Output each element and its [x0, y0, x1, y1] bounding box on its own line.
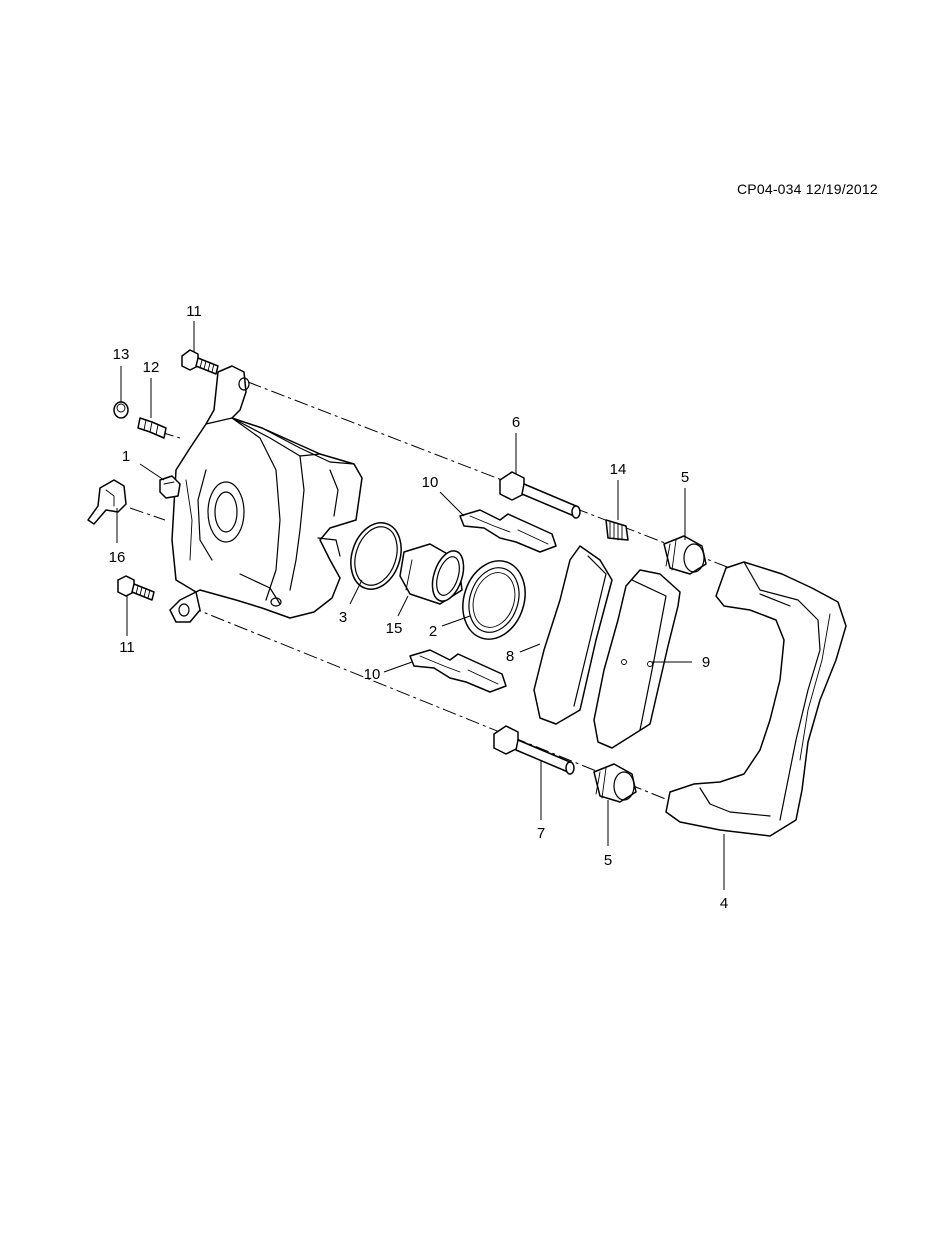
guide-pin-boot-lower — [593, 763, 637, 803]
caliper-bolt-lower — [117, 575, 155, 601]
pad-clip-upper — [459, 509, 557, 553]
callout-5-upper: 5 — [681, 469, 689, 486]
callout-5-lower: 5 — [604, 852, 612, 869]
assembly-axis-lines — [129, 381, 736, 801]
callout-11-lower: 11 — [119, 639, 135, 656]
brake-pad-outer — [533, 545, 613, 725]
callout-12: 12 — [143, 359, 160, 376]
guide-pin-lower — [493, 725, 575, 775]
callout-9: 9 — [702, 654, 710, 671]
bleeder-screw — [137, 417, 167, 439]
callout-13: 13 — [113, 346, 130, 363]
callout-11-upper: 11 — [186, 303, 202, 320]
guide-pin-boot-upper — [663, 535, 707, 575]
callout-1: 1 — [122, 448, 130, 465]
callout-8: 8 — [506, 648, 514, 665]
callout-10-upper: 10 — [422, 474, 439, 491]
bleeder-cap — [113, 401, 129, 419]
caliper-bracket — [665, 561, 847, 837]
piston-dust-boot — [462, 560, 526, 640]
pad-clip-lower — [409, 649, 507, 693]
diagram-reference-code: CP04-034 12/19/2012 — [737, 181, 878, 197]
callout-leaders — [116, 321, 725, 890]
guide-pin-bushing — [605, 519, 629, 541]
callout-7: 7 — [537, 825, 545, 842]
callout-2: 2 — [429, 623, 437, 640]
caliper-piston — [399, 543, 465, 605]
callout-numbers: 11 13 12 1 16 11 3 15 2 6 10 14 5 10 8 9… — [109, 303, 729, 912]
callout-15: 15 — [386, 620, 403, 637]
brake-pad-inner — [593, 569, 681, 749]
callout-4: 4 — [720, 895, 728, 912]
wear-sensor — [87, 479, 127, 525]
callout-10-lower: 10 — [364, 666, 381, 683]
guide-pin-upper — [499, 471, 581, 519]
piston-seal — [350, 522, 402, 590]
callout-3: 3 — [339, 609, 347, 626]
caliper-housing — [169, 365, 363, 623]
caliper-clip — [159, 475, 181, 499]
caliper-bolt-upper — [181, 349, 219, 375]
callout-14: 14 — [610, 461, 627, 478]
callout-6: 6 — [512, 414, 520, 431]
callout-16: 16 — [109, 549, 126, 566]
